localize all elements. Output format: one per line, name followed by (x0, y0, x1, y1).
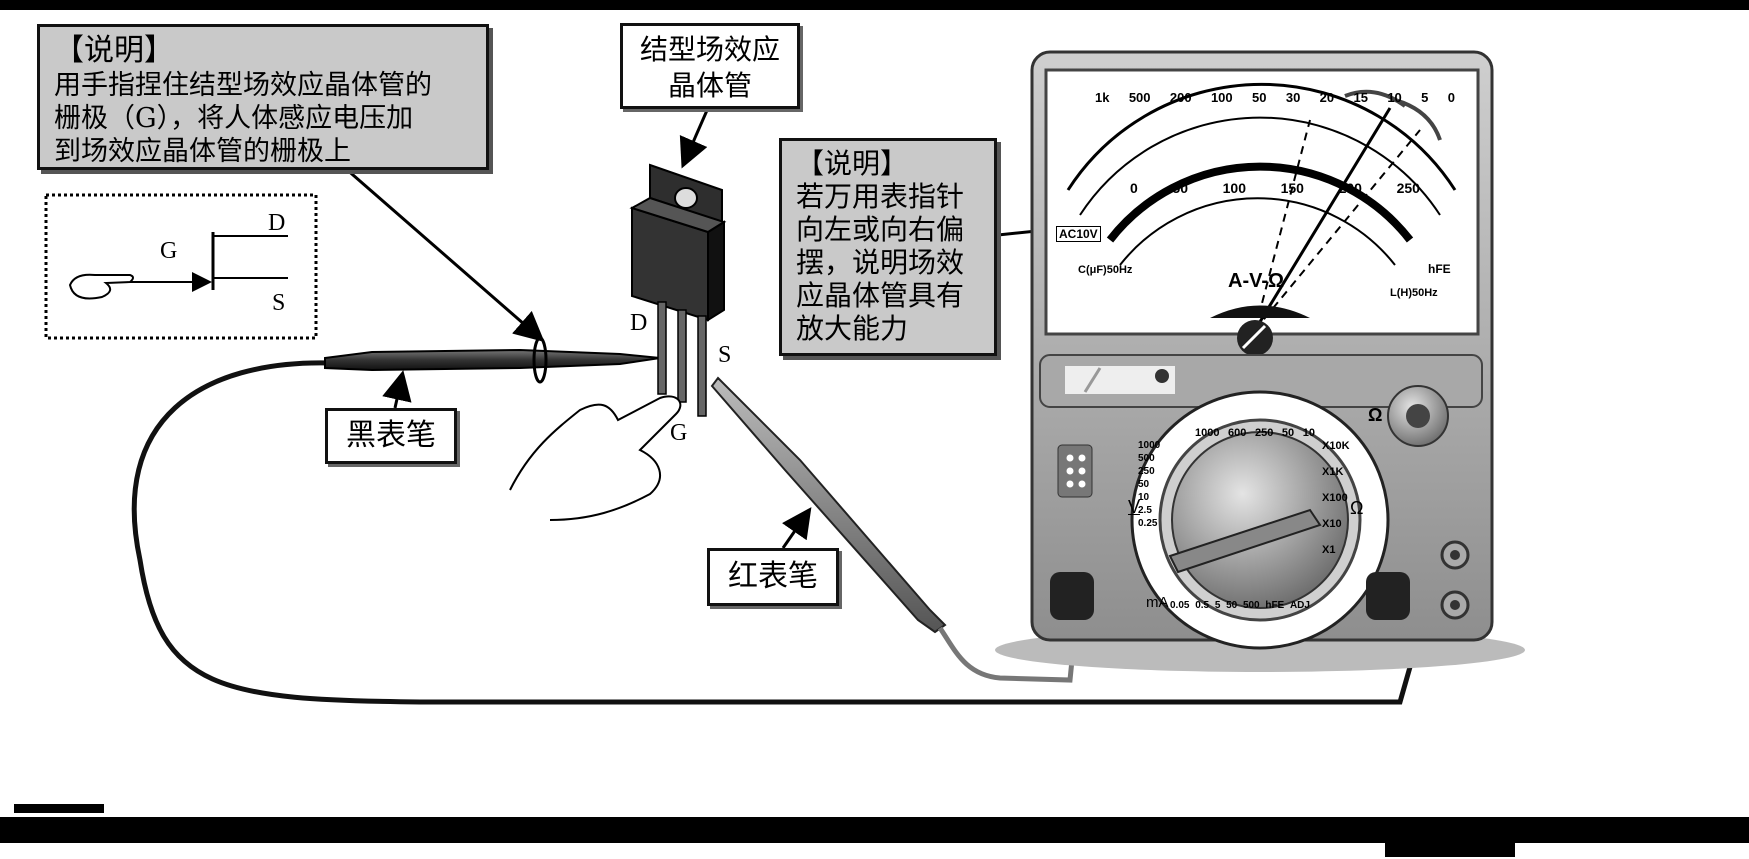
ohm-scale-tick: 500 (1128, 90, 1151, 105)
callout-right-heading: 【说明】 (796, 147, 909, 180)
callout-left-heading: 【说明】 (54, 33, 174, 68)
red-probe-label: 红表笔 (707, 548, 839, 606)
meter-avo-label: A-V-Ω (1228, 270, 1285, 292)
dial-bottom-ranges: 0.05 0.5 5 50 500 hFE ADJ (1170, 600, 1310, 611)
meter-cap-label: C(μF)50Hz (1078, 264, 1133, 276)
pin-gate-label: G (670, 420, 687, 446)
dial-right-range: X10K (1322, 440, 1350, 452)
v-scale-tick: 150 (1280, 180, 1304, 196)
dial-bottom-range: 0.5 (1195, 600, 1210, 611)
dial-ma-label: mA (1146, 594, 1169, 611)
v-scale-tick: 100 (1222, 180, 1246, 196)
dial-bottom-range: 5 (1214, 600, 1221, 611)
v-scale-tick: 50 (1172, 180, 1188, 196)
dial-top-range: 1000 (1195, 427, 1220, 439)
symbol-gate-label: G (160, 238, 177, 264)
ohm-scale-tick: 0 (1447, 90, 1455, 105)
bottom-border (0, 817, 1749, 843)
dial-bottom-range: 500 (1242, 600, 1260, 611)
ohm-scale-tick: 100 (1210, 90, 1233, 105)
ohm-scale-tick: 20 (1319, 90, 1335, 105)
dial-top-ranges: 1000 600 250 50 10 (1195, 427, 1315, 439)
v-scale-tick: 0 (1130, 180, 1138, 196)
bottom-left-tab (14, 804, 104, 813)
dial-left-range: 0.25 (1138, 518, 1158, 529)
meter-ohm-knob-label: Ω (1368, 405, 1383, 425)
ohm-scale-tick: 50 (1252, 90, 1267, 105)
pointing-hand-icon (68, 273, 134, 300)
meter-hfe-label: hFE (1428, 262, 1451, 276)
dial-top-range: 250 (1254, 427, 1274, 439)
top-border (0, 0, 1749, 10)
range-selector-knob (1171, 431, 1349, 609)
dial-right-range: X1 (1322, 544, 1336, 556)
dial-ohm-label: Ω (1350, 498, 1364, 518)
callout-left: 【说明】 用手指捏住结型场效应晶体管的 栅极（G），将人体感应电压加 到场效应晶… (37, 24, 489, 170)
dial-left-range: 10 (1138, 492, 1150, 503)
dial-left-range: 250 (1138, 466, 1155, 477)
callout-right-body: 若万用表指针 向左或向右偏 摆，说明场效 应晶体管具有 放大能力 (796, 180, 965, 345)
dial-top-range: 50 (1281, 427, 1295, 439)
ohm-scale-tick: 30 (1285, 90, 1301, 105)
transistor-label: 结型场效应 晶体管 (620, 23, 800, 109)
multimeter (995, 50, 1525, 672)
ohm-scale-tick: 15 (1353, 90, 1368, 105)
red-probe (710, 376, 947, 634)
dial-bottom-range: 0.05 (1170, 600, 1190, 611)
dial-right-range: X100 (1322, 492, 1348, 504)
callout-left-body: 用手指捏住结型场效应晶体管的 栅极（G），将人体感应电压加 到场效应晶体管的栅极… (54, 70, 432, 167)
dial-right-range: X1K (1322, 466, 1344, 478)
v-scale-tick: 200 (1338, 180, 1362, 196)
red-probe-wire (937, 626, 1078, 683)
ohm-scale-tick: 5 (1421, 90, 1429, 105)
symbol-source-label: S (272, 290, 285, 316)
dial-bottom-range: 50 (1226, 600, 1238, 611)
dial-top-range: 10 (1302, 427, 1315, 439)
dial-left-range: 50 (1138, 479, 1150, 490)
dial-right-range: X10 (1322, 518, 1342, 530)
dial-left-range: 1000 (1138, 440, 1161, 451)
ohm-scale-tick: 1k (1095, 90, 1110, 105)
meter-needle (1253, 107, 1392, 331)
pin-source-label: S (718, 342, 731, 368)
dial-bottom-range: hFE (1265, 600, 1285, 611)
dial-left-ranges: 1000 500 250 50 10 2.5 0.25 (1138, 440, 1161, 529)
black-probe (324, 348, 661, 372)
symbol-box (44, 193, 318, 340)
dial-bottom-range: ADJ (1289, 600, 1310, 611)
dial-v-label: V (1128, 497, 1141, 517)
dial-top-range: 600 (1228, 427, 1247, 439)
ohm-scale-tick: 200 (1169, 90, 1192, 105)
dial-left-range: 2.5 (1138, 505, 1152, 516)
bottom-right-tab (1385, 843, 1515, 857)
meter-ind-label: L(H)50Hz (1390, 287, 1438, 299)
hand-icon (509, 395, 682, 521)
v-scale-tick: 250 (1396, 180, 1420, 196)
black-probe-wire (131, 360, 1415, 705)
pin-drain-label: D (630, 310, 647, 336)
transistor (629, 163, 727, 417)
dial-left-range: 500 (1138, 453, 1155, 464)
ohm-scale-tick: 10 (1387, 90, 1402, 105)
black-probe-label: 黑表笔 (325, 408, 457, 464)
symbol-drain-label: D (268, 210, 285, 236)
meter-dial-window (1044, 68, 1480, 336)
meter-ac10v-label: AC10V (1056, 226, 1101, 242)
meter-v-scale: 0 50 100 150 200 250 (1130, 180, 1420, 196)
callout-right: 【说明】 若万用表指针 向左或向右偏 摆，说明场效 应晶体管具有 放大能力 (779, 138, 997, 356)
